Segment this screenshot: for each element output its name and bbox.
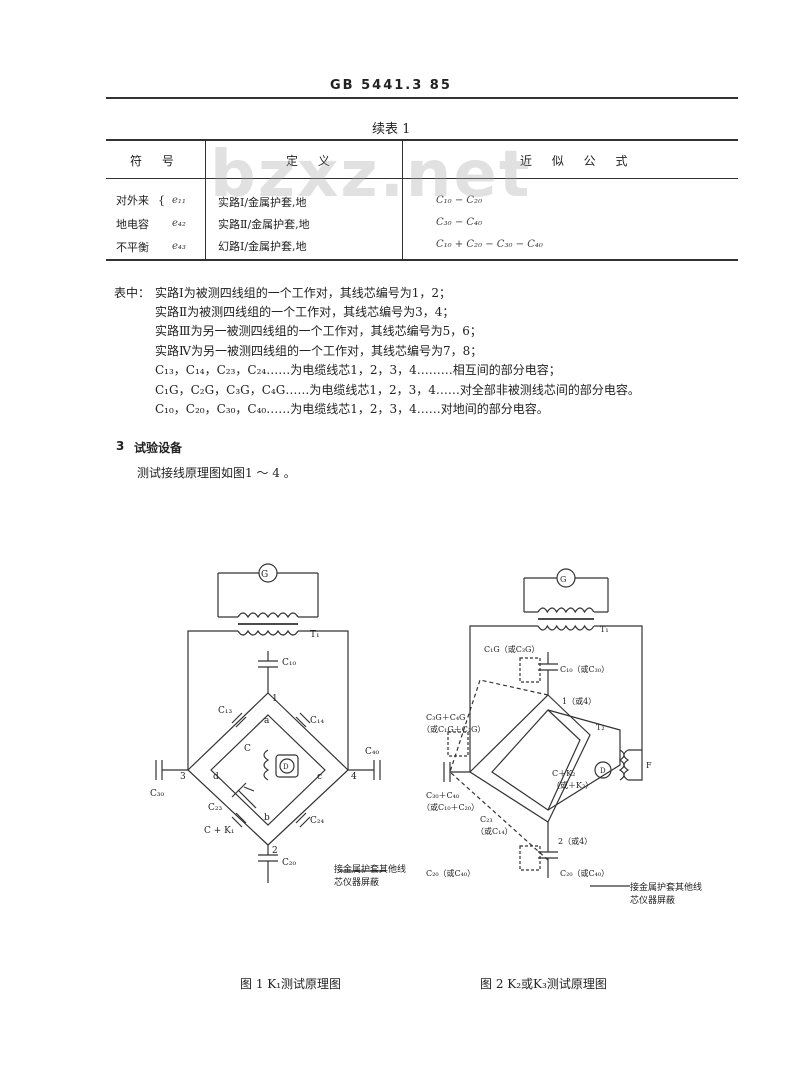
column-header-formula: 近 似 公 式 (520, 154, 636, 168)
fig1-label-C24: C₂₄ (310, 816, 324, 826)
formula-2: C₃₀ − C₄₀ (436, 217, 483, 228)
fig2-label-T1: T₁ (600, 625, 609, 634)
note-line-1: 实路Ⅰ为被测四线组的一个工作对，其线芯编号为1，2； (155, 286, 452, 300)
fig2-label-D: D (600, 767, 606, 775)
fig2-label-C23: C₂₃ (480, 815, 493, 824)
fig2-label-T2: T₂ (596, 723, 605, 732)
fig2-label-C10: C₁₀（或C₃₀） (560, 664, 609, 674)
note-line-4: 实路Ⅳ为另一被测四线组的一个工作对，其线芯编号为7，8； (155, 344, 483, 358)
watermark: bzxz.net (210, 138, 532, 212)
fig2-label-C20b: C₂₀（或C₄₀） (560, 868, 609, 878)
figure-1-diagram: G T₁ C₁₀ 1 a C₁₃ C₁₄ C C₄₀ 3 d c 4 D C₃₀… (150, 563, 386, 883)
fig1-label-C23: C₂₃ (208, 803, 222, 813)
table-top-rule (106, 139, 738, 141)
transformer-secondary-icon (537, 624, 595, 631)
fig2-label-n1: 1（或4） (562, 696, 596, 706)
standard-code: GB 5441.3 85 (330, 78, 452, 93)
formula-3: C₁₀ + C₂₀ − C₃₀ − C₄₀ (436, 239, 543, 250)
fig2-label-CK2: C＋K₂ (552, 769, 575, 778)
fig2-label-F: F (646, 761, 652, 770)
group-label-2: 地电容 (116, 218, 149, 231)
section-number: 3 (116, 439, 125, 453)
fig1-label-b: b (264, 813, 270, 823)
note-line-5: C₁₃，C₁₄，C₂₃，C₂₄……为电缆线芯1，2，3，4………相互间的部分电容… (155, 363, 561, 377)
definition-2: 实路Ⅱ/金属护套,地 (218, 218, 310, 231)
brace-icon: { (158, 194, 165, 207)
detector-icon (594, 761, 612, 779)
table-header-rule (106, 178, 738, 179)
notes-lead: 表中： (114, 286, 151, 300)
note-line-7: C₁₀，C₂₀，C₃₀，C₄₀……为电缆线芯1，2，3，4……对地间的部分电容。 (155, 402, 549, 416)
note-line-2: 实路Ⅱ为被测四线组的一个工作对，其线芯编号为3，4； (155, 305, 455, 319)
figure-2-caption: 图 2 K₂或K₃测试原理图 (480, 977, 607, 991)
fig1-note: 接金属护套其他线芯仪器屏蔽 (334, 865, 407, 888)
fig2-label-C20: C₂₀（或C₄₀） (426, 868, 475, 878)
fig1-label-C: C (244, 744, 251, 754)
detector-icon (279, 758, 295, 774)
fig1-label-c: c (317, 772, 322, 782)
table-col-divider-1 (205, 140, 206, 259)
definition-1: 实路Ⅰ/金属护套,地 (218, 196, 307, 209)
transformer-primary-icon (537, 607, 595, 614)
column-header-definition: 定 义 (286, 154, 338, 168)
figure-1-caption: 图 1 K₁测试原理图 (240, 977, 342, 991)
symbol-3: e₄₃ (172, 241, 186, 252)
fig1-label-n3: 3 (180, 772, 186, 782)
symbol-1: e₁₁ (172, 195, 186, 206)
table-bottom-rule (106, 259, 738, 261)
column-header-symbol: 符 号 (130, 154, 182, 168)
fig1-label-C10: C₁₀ (282, 658, 296, 668)
fig2-note: 接金属护套其他线芯仪器屏蔽 (630, 883, 703, 906)
fig2-label-C14: （或C₁₄） (476, 826, 513, 836)
fig1-label-n1: 1 (272, 694, 278, 704)
fig1-label-T1: T₁ (310, 630, 320, 640)
fig2-label-n2: 2（或4） (558, 836, 592, 846)
section-body: 测试接线原理图如图1 ～ 4 。 (137, 466, 296, 480)
fig1-label-D: D (283, 763, 289, 771)
fig2-label-C1G2G: （或C₁G＋C₂G） (422, 724, 485, 734)
formula-1: C₁₀ − C₂₀ (436, 195, 483, 206)
fig1-label-CK1: C + K₁ (204, 826, 234, 836)
fig1-label-C13: C₁₃ (218, 706, 232, 716)
fig2-label-C1G: C₁G（或C₃G） (484, 644, 539, 654)
fig1-label-C20: C₂₀ (282, 858, 296, 868)
fig2-label-CK3: （或＋K₃） (552, 780, 593, 790)
definition-3: 幻路Ⅰ/金属护套,地 (218, 240, 307, 253)
fig2-label-C3G4G: C₃G＋C₄G (426, 713, 465, 722)
fig1-label-a: a (264, 716, 270, 726)
figure-2-diagram: G T₁ C₁G（或C₃G） C₁₀（或C₃₀） 1（或4） C₃G＋C₄G （… (422, 568, 652, 887)
note-line-6: C₁G，C₂G，C₃G，C₄G……为电缆线芯1，2，3，4……对全部非被测线芯间… (155, 383, 640, 397)
fig1-label-C14: C₁₄ (310, 716, 324, 726)
group-label-1: 对外来 (116, 194, 149, 207)
fig1-label-G: G (261, 570, 268, 580)
fig1-label-n2: 2 (272, 846, 278, 856)
section-title: 试验设备 (134, 441, 183, 455)
group-label-3: 不平衡 (116, 241, 149, 254)
symbol-2: e₄₂ (172, 218, 186, 229)
fig1-label-d: d (213, 772, 219, 782)
note-line-3: 实路Ⅲ为另一被测四线组的一个工作对，其线芯编号为5，6； (155, 324, 482, 338)
fig2-label-G: G (560, 575, 566, 584)
header-rule (106, 97, 738, 99)
transformer-secondary-icon (237, 629, 299, 636)
fig2-label-C10C20: （或C₁₀＋C₂₀） (422, 802, 479, 812)
transformer-primary-icon (237, 612, 299, 619)
table-caption: 续表 1 (372, 122, 411, 137)
fig2-label-C30C40: C₃₀＋C₄₀ (426, 791, 459, 800)
fig1-label-C40: C₄₀ (365, 747, 379, 757)
fig1-label-n4: 4 (351, 772, 357, 782)
fig1-label-C30: C₃₀ (150, 789, 164, 799)
table-col-divider-2 (402, 140, 403, 259)
